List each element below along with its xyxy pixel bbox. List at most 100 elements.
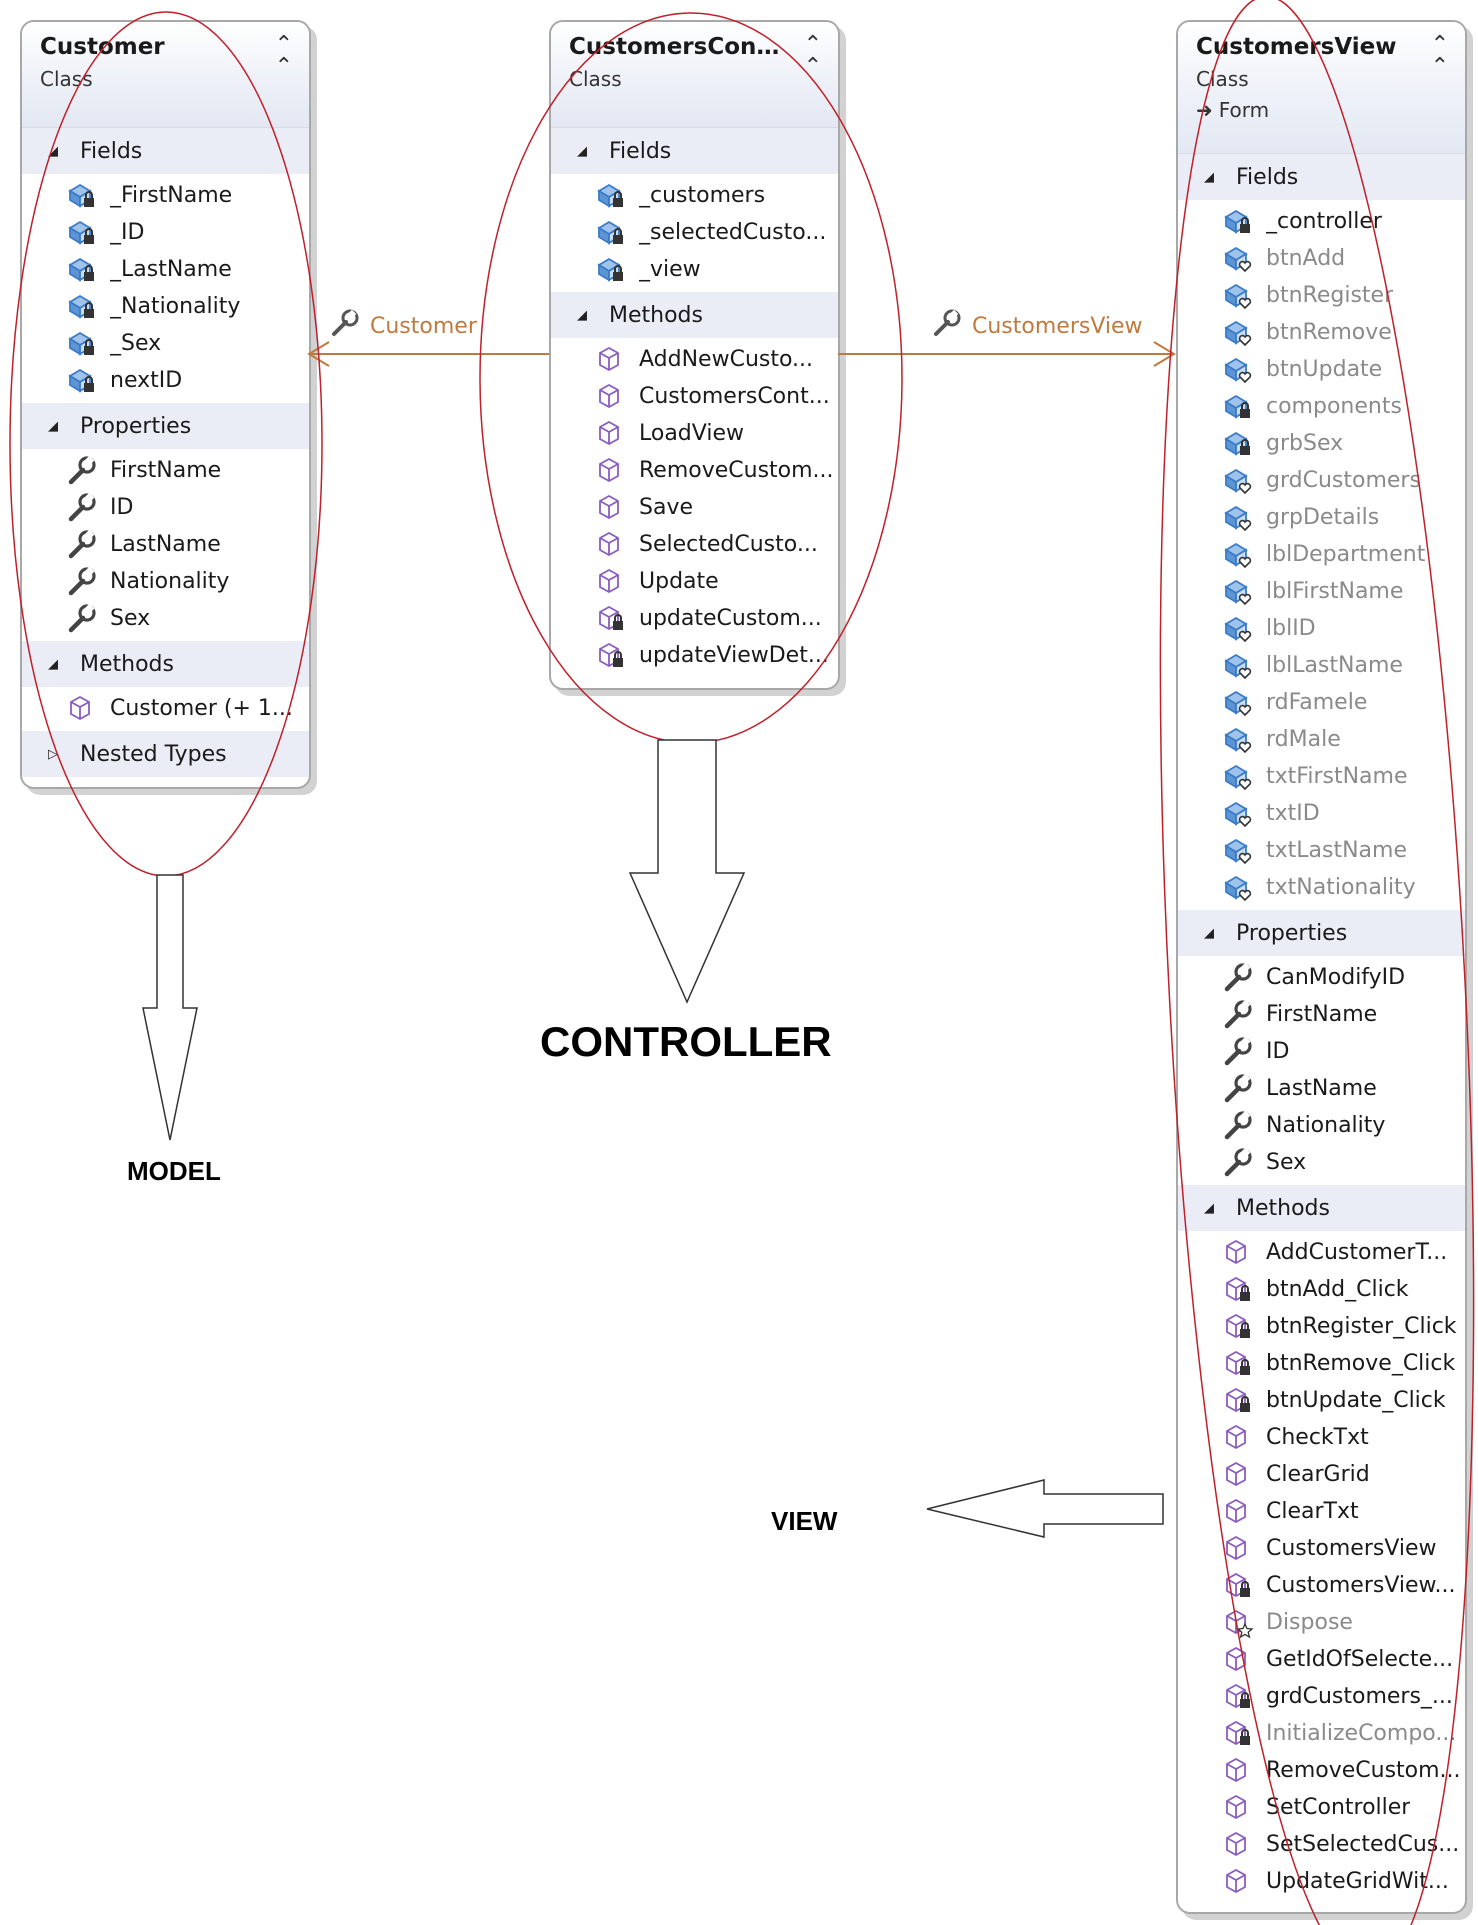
member-row[interactable]: LastName (1178, 1070, 1465, 1107)
member-row[interactable]: AddNewCusto... (551, 341, 838, 378)
member-row[interactable]: Nationality (22, 563, 309, 600)
private-field-icon (595, 255, 627, 285)
member-row[interactable]: _FirstName (22, 177, 309, 214)
member-row[interactable]: RemoveCustom... (1178, 1752, 1465, 1789)
member-row[interactable]: Sex (1178, 1144, 1465, 1181)
member-row[interactable]: btnUpdate (1178, 351, 1465, 388)
member-row[interactable]: _Sex (22, 325, 309, 362)
member-row[interactable]: lblFirstName (1178, 573, 1465, 610)
member-row[interactable]: _ID (22, 214, 309, 251)
member-row[interactable]: btnRegister (1178, 277, 1465, 314)
expanded-triangle-icon[interactable]: ◢ (48, 656, 58, 672)
member-row[interactable]: grdCustomers (1178, 462, 1465, 499)
member-row[interactable]: ID (1178, 1033, 1465, 1070)
internal-field-icon (1222, 836, 1254, 866)
member-row[interactable]: Save (551, 489, 838, 526)
class-card-customers-controller[interactable]: CustomersContr... Class ⌃⌃ ◢Fields_custo… (549, 20, 840, 690)
member-row[interactable]: CustomersView (1178, 1530, 1465, 1567)
member-row[interactable]: Sex (22, 600, 309, 637)
member-row[interactable]: _view (551, 251, 838, 288)
member-row[interactable]: grpDetails (1178, 499, 1465, 536)
member-row[interactable]: btnUpdate_Click (1178, 1382, 1465, 1419)
association-label-customer[interactable]: Customer (330, 308, 477, 344)
class-card-customers-view[interactable]: CustomersView Class ➜Form ⌃⌃ ◢Fields_con… (1176, 20, 1467, 1914)
member-row[interactable]: btnRegister_Click (1178, 1308, 1465, 1345)
member-row[interactable]: grdCustomers_... (1178, 1678, 1465, 1715)
member-row[interactable]: rdMale (1178, 721, 1465, 758)
member-row[interactable]: InitializeCompo... (1178, 1715, 1465, 1752)
member-row[interactable]: FirstName (1178, 996, 1465, 1033)
member-row[interactable]: lblDepartment (1178, 536, 1465, 573)
member-row[interactable]: ClearGrid (1178, 1456, 1465, 1493)
association-label-customers-view[interactable]: CustomersView (932, 308, 1143, 344)
member-row[interactable]: lblLastName (1178, 647, 1465, 684)
member-row[interactable]: SetSelectedCus... (1178, 1826, 1465, 1863)
member-row[interactable]: _customers (551, 177, 838, 214)
private-method-icon (1222, 1349, 1254, 1379)
section-header-fields[interactable]: ◢Fields (1178, 154, 1465, 200)
member-row[interactable]: SelectedCusto... (551, 526, 838, 563)
member-row[interactable]: components (1178, 388, 1465, 425)
member-row[interactable]: RemoveCustom... (551, 452, 838, 489)
member-row[interactable]: updateCustom... (551, 600, 838, 637)
member-row[interactable]: _selectedCusto... (551, 214, 838, 251)
member-row[interactable]: txtFirstName (1178, 758, 1465, 795)
class-header[interactable]: Customer Class ⌃⌃ (22, 22, 309, 128)
expanded-triangle-icon[interactable]: ◢ (1204, 1200, 1214, 1216)
member-row[interactable]: _Nationality (22, 288, 309, 325)
collapsed-triangle-icon[interactable]: ▷ (48, 746, 58, 762)
member-row[interactable]: grbSex (1178, 425, 1465, 462)
property-wrench-icon (66, 566, 98, 597)
member-row[interactable]: btnAdd_Click (1178, 1271, 1465, 1308)
member-row[interactable]: SetController (1178, 1789, 1465, 1826)
member-row[interactable]: rdFamele (1178, 684, 1465, 721)
internal-field-icon (1222, 503, 1254, 533)
member-row[interactable]: updateViewDet... (551, 637, 838, 674)
collapse-chevron-icon[interactable]: ⌃⌃ (1430, 32, 1449, 79)
expanded-triangle-icon[interactable]: ◢ (577, 307, 587, 323)
member-row[interactable]: ID (22, 489, 309, 526)
section-header-fields[interactable]: ◢Fields (551, 128, 838, 174)
section-header-properties[interactable]: ◢Properties (22, 403, 309, 449)
section-header-properties[interactable]: ◢Properties (1178, 910, 1465, 956)
member-row[interactable]: btnRemove (1178, 314, 1465, 351)
member-row[interactable]: CheckTxt (1178, 1419, 1465, 1456)
member-row[interactable]: txtID (1178, 795, 1465, 832)
member-row[interactable]: nextID (22, 362, 309, 399)
member-row[interactable]: LastName (22, 526, 309, 563)
member-row[interactable]: AddCustomerT... (1178, 1234, 1465, 1271)
member-row[interactable]: _LastName (22, 251, 309, 288)
expanded-triangle-icon[interactable]: ◢ (48, 418, 58, 434)
class-card-customer[interactable]: Customer Class ⌃⌃ ◢Fields_FirstName_ID_L… (20, 20, 311, 789)
member-row[interactable]: Customer (+ 1... (22, 690, 309, 727)
member-row[interactable]: FirstName (22, 452, 309, 489)
section-header-nested-types[interactable]: ▷Nested Types (22, 731, 309, 777)
expanded-triangle-icon[interactable]: ◢ (1204, 925, 1214, 941)
section-header-fields[interactable]: ◢Fields (22, 128, 309, 174)
property-wrench-icon (66, 492, 98, 523)
class-header[interactable]: CustomersContr... Class ⌃⌃ (551, 22, 838, 128)
member-row[interactable]: GetIdOfSelecte... (1178, 1641, 1465, 1678)
collapse-chevron-icon[interactable]: ⌃⌃ (803, 32, 822, 79)
member-row[interactable]: LoadView (551, 415, 838, 452)
expanded-triangle-icon[interactable]: ◢ (48, 143, 58, 159)
class-header[interactable]: CustomersView Class ➜Form ⌃⌃ (1178, 22, 1465, 154)
expanded-triangle-icon[interactable]: ◢ (577, 143, 587, 159)
member-row[interactable]: Nationality (1178, 1107, 1465, 1144)
collapse-chevron-icon[interactable]: ⌃⌃ (274, 32, 293, 79)
member-row[interactable]: ClearTxt (1178, 1493, 1465, 1530)
member-row[interactable]: btnAdd (1178, 240, 1465, 277)
member-row[interactable]: txtLastName (1178, 832, 1465, 869)
expanded-triangle-icon[interactable]: ◢ (1204, 169, 1214, 185)
member-row[interactable]: btnRemove_Click (1178, 1345, 1465, 1382)
section-header-methods[interactable]: ◢Methods (22, 641, 309, 687)
member-row[interactable]: _controller (1178, 203, 1465, 240)
member-row[interactable]: CustomersCont... (551, 378, 838, 415)
member-row[interactable]: CanModifyID (1178, 959, 1465, 996)
member-row[interactable]: Update (551, 563, 838, 600)
member-row[interactable]: lblID (1178, 610, 1465, 647)
section-header-methods[interactable]: ◢Methods (1178, 1185, 1465, 1231)
member-row[interactable]: UpdateGridWit... (1178, 1863, 1465, 1900)
member-row[interactable]: txtNationality (1178, 869, 1465, 906)
section-header-methods[interactable]: ◢Methods (551, 292, 838, 338)
